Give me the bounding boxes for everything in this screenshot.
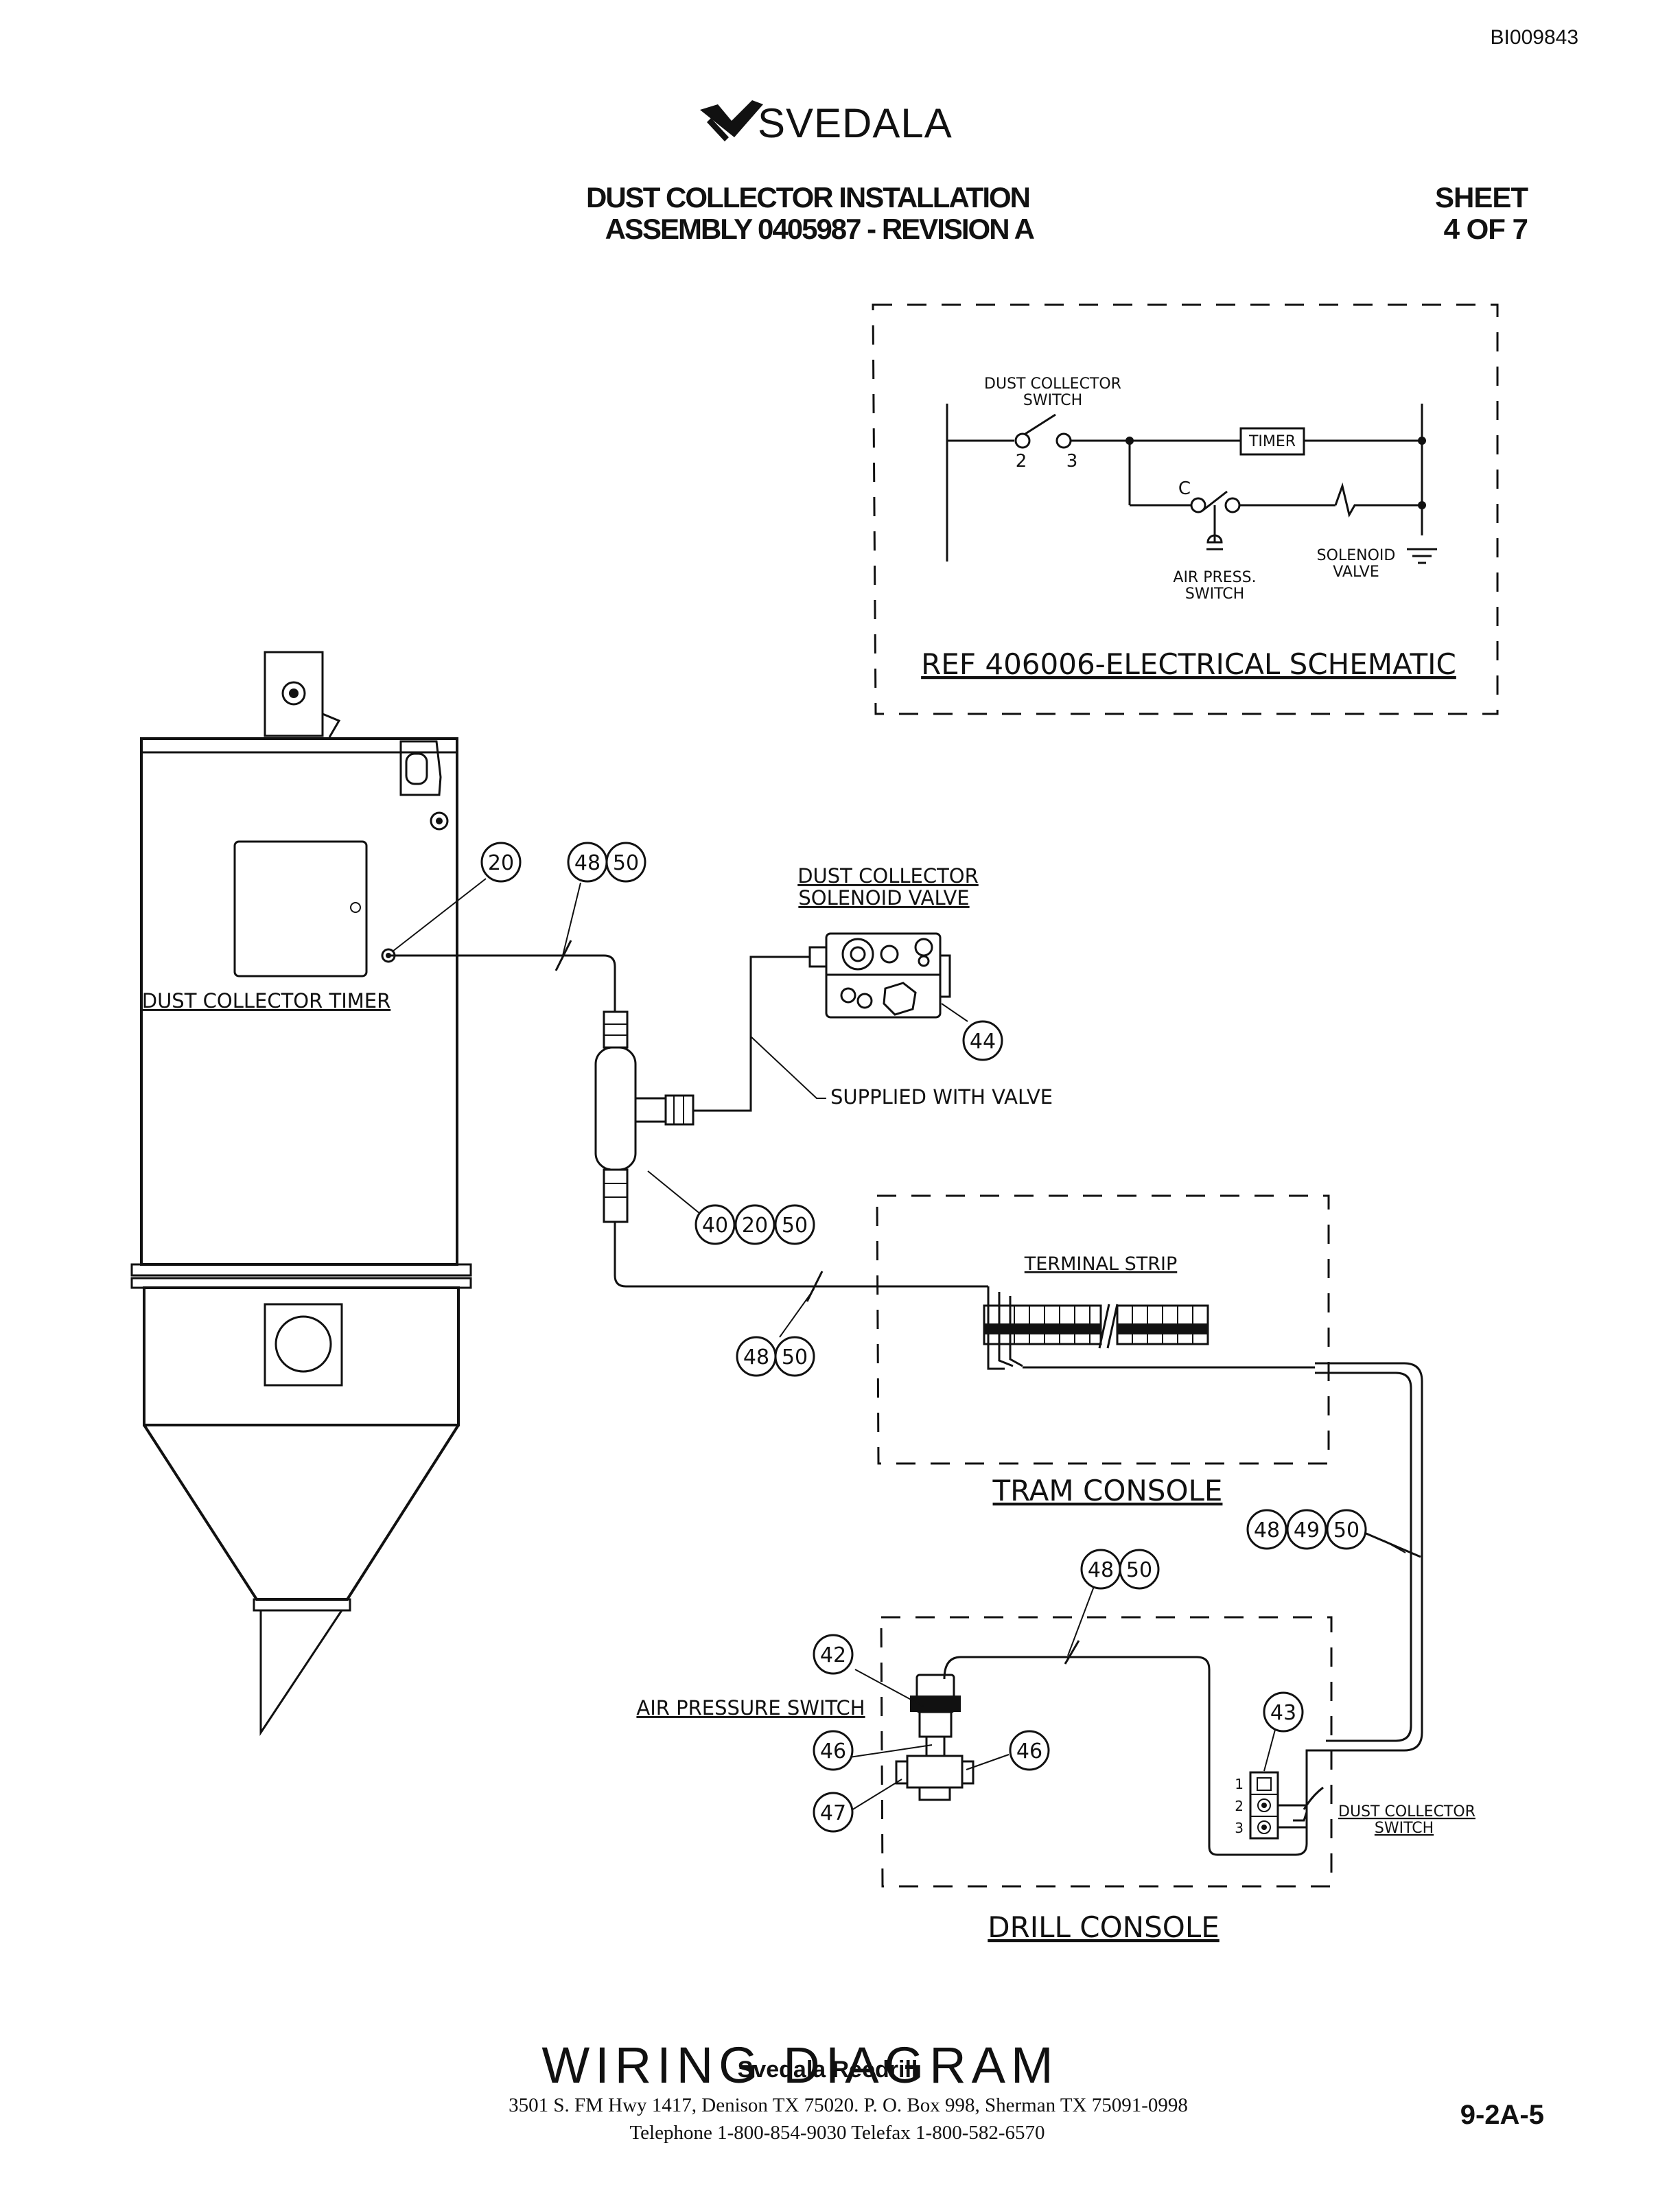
schematic-contact-c: C [1178,478,1191,499]
callout-40-20-50-tee: 40 20 50 [695,1204,815,1245]
wiring-diagram-title: WIRING DIAGRAM [541,2037,1058,2094]
schematic-solenoid-label-2: VALVE [1333,564,1379,581]
dust-collector-timer-label: DUST COLLECTOR TIMER [142,989,391,1012]
switch-position-1: 1 [1235,1776,1244,1792]
timer-cable [388,940,616,1012]
dust-collector-solenoid-valve [808,932,951,1019]
company-phone: Telephone 1-800-854-9030 Telefax 1-800-5… [629,2122,1045,2144]
title-line-2: ASSEMBLY 0405987 - REVISION A [605,213,1035,245]
terminal-strip [983,1304,1209,1349]
schematic-ref-caption: REF 406006-ELECTRICAL SCHEMATIC [921,647,1456,681]
callout-number: 42 [820,1643,846,1667]
callout-number: 20 [488,851,514,875]
air-pressure-switch-label: AIR PRESSURE SWITCH [636,1696,865,1720]
callout-leaders [392,878,1406,1813]
drill-console-label: DRILL CONSOLE [988,1910,1220,1944]
air-pressure-switch [895,1674,975,1801]
switch-position-3: 3 [1235,1820,1244,1836]
callout-46-right: 46 [1009,1730,1050,1771]
solenoid-valve-label-2: SOLENOID VALVE [798,886,969,910]
callout-20-timer: 20 [480,842,522,883]
callout-number: 50 [613,851,639,875]
callout-number: 40 [702,1214,728,1238]
callout-number: 47 [820,1801,846,1825]
schematic-switch-label-2: SWITCH [1023,392,1082,409]
dust-collector-unit [130,651,472,1736]
callout-number: 46 [820,1739,846,1763]
callout-47-fitting: 47 [813,1792,854,1833]
document-id: BI009843 [1491,26,1578,49]
tram-console-label: TRAM CONSOLE [992,1474,1223,1507]
callout-number: 48 [574,851,600,875]
page-number: 9-2A-5 [1460,2100,1544,2130]
callout-number: 43 [1270,1701,1296,1725]
dust-collector-switch-label-1: DUST COLLECTOR [1338,1803,1475,1820]
svedala-logo-icon [700,100,763,141]
switch-position-2: 2 [1235,1798,1244,1814]
callout-number: 48 [743,1345,769,1369]
callout-number: 44 [970,1030,996,1054]
callout-number: 48 [1088,1558,1114,1582]
callout-number: 50 [782,1214,808,1238]
dust-collector-switch-label-2: SWITCH [1375,1820,1434,1837]
callout-number: 49 [1294,1518,1320,1542]
tram-console-cable [614,1222,1315,1370]
callout-number: 20 [742,1214,768,1238]
dust-collector-switch [1249,1771,1307,1840]
callout-number: 46 [1016,1739,1042,1763]
callout-48-49-50-interconnect: 48 49 50 [1246,1509,1367,1550]
callout-48-50-tram-cable: 48 50 [736,1336,815,1377]
schematic-air-switch-label-1: AIR PRESS. [1173,569,1256,586]
callout-43-switch: 43 [1263,1691,1304,1733]
schematic-switch-label-1: DUST COLLECTOR [984,375,1121,393]
sheet-label: SHEET [1435,181,1528,213]
junction-tee-fitting [594,1010,695,1223]
callout-48-50-timer-cable: 48 50 [567,842,646,883]
brand-name: SVEDALA [758,100,953,146]
callout-48-50-drill-cable: 48 50 [1080,1549,1160,1590]
schematic-timer-label: TIMER [1248,433,1296,450]
company-address: 3501 S. FM Hwy 1417, Denison TX 75020. P… [509,2094,1188,2116]
schematic-solenoid-label-1: SOLENOID [1317,547,1396,564]
company-name: Svedala Reedrill [738,2057,918,2083]
title-line-1: DUST COLLECTOR INSTALLATION [586,181,1029,213]
callout-44-solenoid: 44 [962,1020,1003,1061]
drill-console [880,1616,1333,1888]
schematic-terminal-3: 3 [1066,451,1078,472]
solenoid-cable [693,956,826,1112]
electrical-schematic-inset: DUST COLLECTOR SWITCH 2 3 TIMER C AIR PR… [872,303,1499,715]
callout-number: 50 [1126,1558,1152,1582]
terminal-strip-label: TERMINAL STRIP [1024,1253,1178,1275]
schematic-terminal-2: 2 [1016,451,1027,472]
callout-number: 48 [1254,1518,1280,1542]
callout-42-air-switch: 42 [813,1634,854,1675]
supplied-with-valve-label: SUPPLIED WITH VALVE [830,1085,1053,1109]
sheet-number: 4 OF 7 [1444,213,1528,245]
callout-number: 50 [782,1345,808,1369]
callout-46-left: 46 [813,1730,854,1771]
schematic-air-switch-label-2: SWITCH [1185,586,1244,603]
callout-number: 50 [1333,1518,1360,1542]
solenoid-valve-label-1: DUST COLLECTOR [797,864,979,888]
